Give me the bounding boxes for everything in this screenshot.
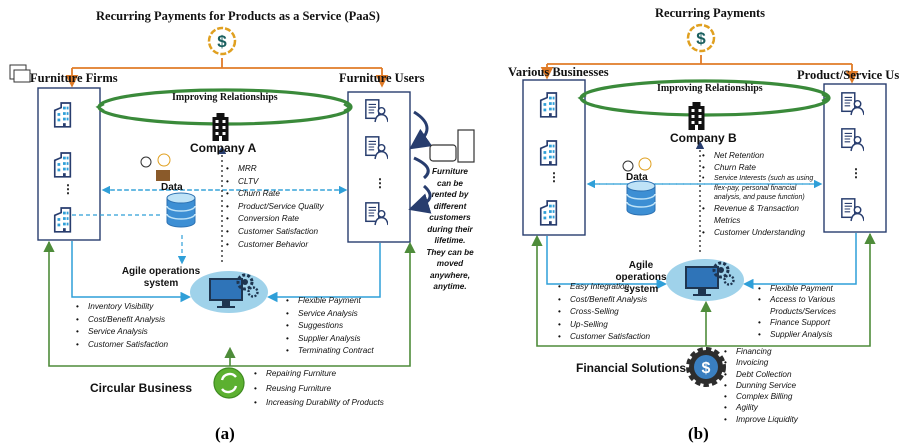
company-label: Company A	[190, 141, 257, 155]
caption-b: (b)	[688, 424, 709, 443]
businesses-benefits-list: Easy Integration Cost/Benefit Analysis C…	[558, 281, 650, 344]
list-item: Supplier Analysis	[758, 329, 863, 341]
list-item: Cost/Benefit Analysis	[558, 294, 650, 307]
panel-a-title: Recurring Payments for Products as a Ser…	[96, 9, 380, 23]
dollar-icon	[686, 23, 716, 53]
dollar-icon	[207, 26, 237, 56]
data-label: Data	[161, 182, 183, 193]
panel-a-graphics	[9, 26, 475, 399]
list-item: Cross-Selling	[558, 306, 650, 319]
metrics-list-a: MRR CLTV Churn Rate Product/Service Qual…	[226, 163, 324, 251]
list-item: Easy Integration	[558, 281, 650, 294]
list-item: Customer Understanding	[702, 227, 820, 239]
list-item: Service Analysis	[76, 326, 168, 339]
service-users-heading: Product/Service Users	[797, 68, 899, 82]
relationship-label: Improving Relationships	[172, 92, 278, 103]
panel-b-graphics: $	[522, 23, 887, 387]
list-item: Customer Behavior	[226, 239, 324, 252]
list-item: Flexible Payment	[286, 295, 374, 308]
list-item: Cost/Benefit Analysis	[76, 314, 168, 327]
list-item: Customer Satisfaction	[76, 339, 168, 352]
list-item: Product/Service Quality	[226, 201, 324, 214]
circular-list: Repairing Furniture Reusing Furniture In…	[254, 367, 384, 411]
list-item: Debt Collection	[724, 369, 798, 381]
list-item: Invoicing	[724, 357, 798, 369]
ellipsis: ⋮	[850, 166, 862, 180]
list-item: Dunning Service	[724, 380, 798, 392]
list-item: Inventory Visibility	[76, 301, 168, 314]
users-heading: Furniture Users	[339, 71, 425, 85]
list-item: Service Analysis	[286, 308, 374, 321]
list-item: Churn Rate	[226, 188, 324, 201]
list-item: Service Interests (such as using flex-pa…	[702, 174, 820, 203]
ellipsis: ⋮	[62, 182, 74, 196]
company-label: Company B	[670, 131, 737, 145]
relationship-label: Improving Relationships	[657, 83, 763, 94]
agile-label: Agile operations system	[121, 266, 201, 289]
data-label: Data	[626, 172, 648, 183]
metrics-list-b: Net Retention Churn Rate Service Interes…	[702, 150, 820, 240]
circular-icon	[213, 367, 245, 399]
list-item: Finance Support	[758, 317, 863, 329]
list-item: Churn Rate	[702, 162, 820, 174]
ellipsis: ⋮	[548, 170, 560, 184]
financial-label: Financial Solutions	[576, 361, 687, 375]
list-item: Supplier Analysis	[286, 333, 374, 346]
list-item: Conversion Rate	[226, 213, 324, 226]
rental-note: Furniture can be rented by different cus…	[426, 167, 474, 291]
firms-benefits-list: Inventory Visibility Cost/Benefit Analys…	[76, 301, 168, 351]
list-item: Net Retention	[702, 150, 820, 162]
panel-b-title: Recurring Payments	[655, 6, 766, 20]
firms-box	[37, 87, 101, 241]
service-users-benefits-list: Flexible Payment Access to Various Produ…	[758, 283, 863, 340]
list-item: CLTV	[226, 176, 324, 189]
svg-text:$: $	[702, 360, 711, 377]
list-item: Repairing Furniture	[254, 367, 384, 382]
list-item: Access to Various Products/Services	[758, 294, 863, 317]
list-item: Increasing Durability of Products	[254, 396, 384, 411]
financial-list: Financing Invoicing Debt Collection Dunn…	[724, 346, 798, 425]
firms-heading: Furniture Firms	[30, 71, 118, 85]
list-item: Reusing Furniture	[254, 382, 384, 397]
ellipsis: ⋮	[374, 176, 386, 190]
list-item: Complex Billing	[724, 391, 798, 403]
list-item: MRR	[226, 163, 324, 176]
users-benefits-list: Flexible Payment Service Analysis Sugges…	[286, 295, 374, 358]
circular-label: Circular Business	[90, 381, 193, 395]
list-item: Financing	[724, 346, 798, 358]
businesses-heading: Various Businesses	[508, 65, 609, 79]
list-item: Agility	[724, 402, 798, 414]
list-item: Improve Liquidity	[724, 414, 798, 426]
list-item: Customer Satisfaction	[226, 226, 324, 239]
list-item: Revenue & Transaction Metrics	[702, 203, 820, 227]
list-item: Suggestions	[286, 320, 374, 333]
list-item: Terminating Contract	[286, 345, 374, 358]
caption-a: (a)	[215, 424, 235, 443]
list-item: Up-Selling	[558, 319, 650, 332]
list-item: Customer Satisfaction	[558, 331, 650, 344]
list-item: Flexible Payment	[758, 283, 863, 295]
